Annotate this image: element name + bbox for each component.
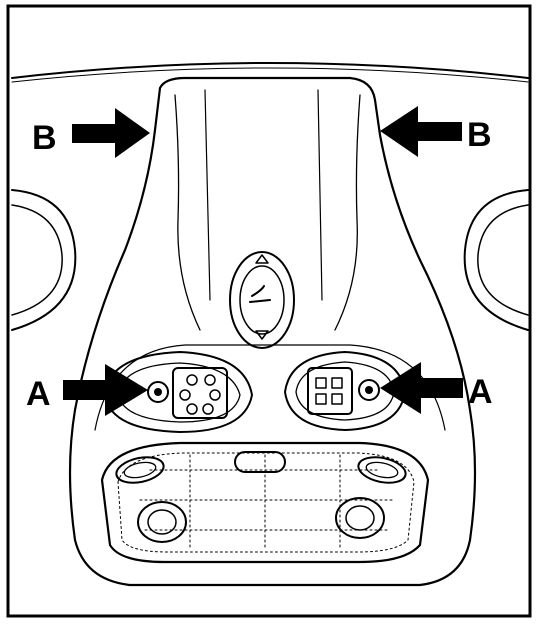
right-visor: [463, 189, 529, 331]
arrow-lower-left-icon: [63, 364, 148, 416]
arrow-upper-right-icon: [380, 106, 462, 157]
left-visor: [11, 189, 77, 331]
arrow-upper-left-icon: [72, 108, 150, 158]
frame-border: [6, 4, 532, 618]
label-a-left: A: [26, 375, 51, 413]
headliner-edge: [11, 62, 529, 83]
lamp-lens: [100, 441, 430, 564]
up-down-rocker-switch-icon: [229, 251, 295, 349]
label-b-left: B: [32, 119, 57, 157]
dome-light-button-cluster-icon: [104, 351, 253, 433]
label-a-right: A: [468, 373, 493, 411]
arrow-lower-right-icon: [380, 362, 463, 414]
label-b-right: B: [467, 116, 492, 154]
